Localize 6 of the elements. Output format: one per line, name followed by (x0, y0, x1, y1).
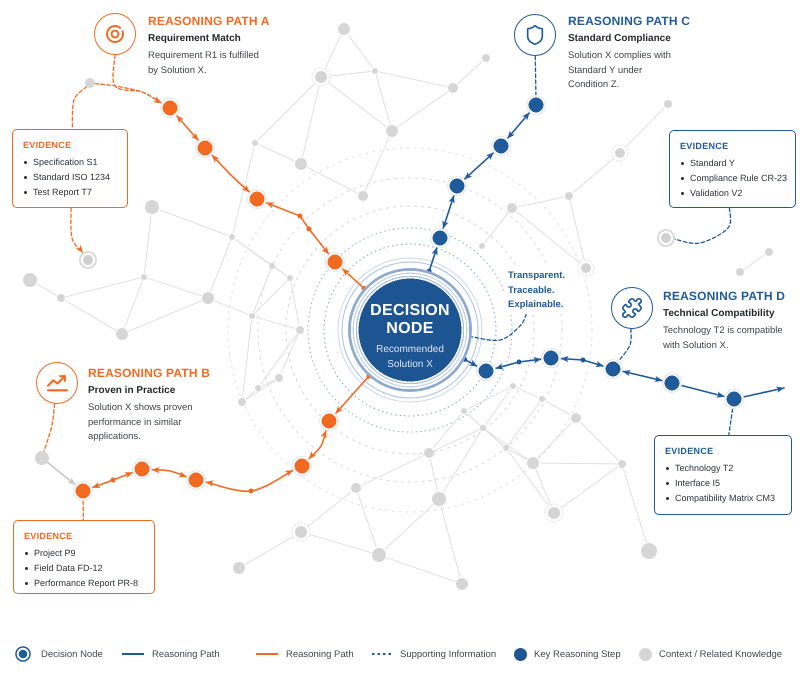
legend-label: Reasoning Path (152, 648, 220, 660)
legend-label: Supporting Information (400, 648, 496, 660)
legend-label: Decision Node (41, 648, 103, 660)
legend-label: Key Reasoning Step (534, 648, 621, 660)
legend-label: Reasoning Path (286, 648, 354, 660)
legend-label: Context / Related Knowledge (659, 648, 782, 660)
